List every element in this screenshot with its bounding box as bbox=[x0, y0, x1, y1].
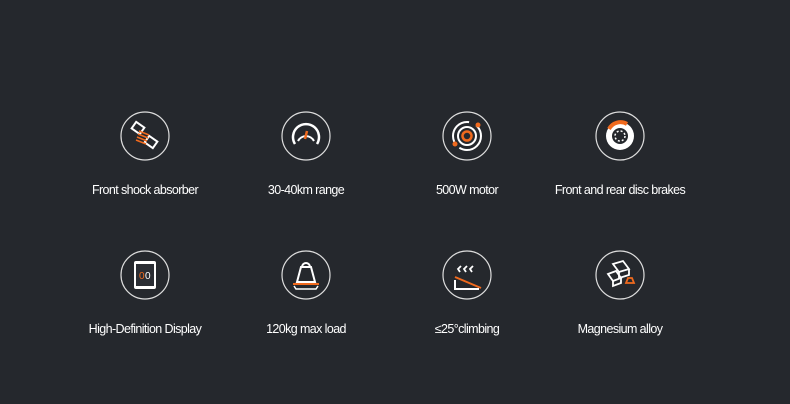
feature-label: 30-40km range bbox=[267, 183, 345, 197]
feature-disc-brakes: Front and rear disc brakes bbox=[535, 111, 705, 197]
gauge-icon bbox=[281, 111, 331, 161]
disc-brake-icon bbox=[595, 111, 645, 161]
feature-max-load: 120kg max load bbox=[221, 250, 391, 336]
feature-range: 30-40km range bbox=[221, 111, 391, 197]
feature-label: Magnesium alloy bbox=[577, 322, 663, 336]
motor-icon bbox=[442, 111, 492, 161]
feature-shock-absorber: Front shock absorber bbox=[60, 111, 230, 197]
svg-text:0: 0 bbox=[145, 271, 151, 282]
feature-magnesium-alloy: Magnesium alloy bbox=[535, 250, 705, 336]
weight-icon bbox=[281, 250, 331, 300]
feature-label: ≤25°climbing bbox=[434, 322, 500, 336]
feature-climbing: ≤25°climbing bbox=[382, 250, 552, 336]
shock-absorber-icon bbox=[120, 111, 170, 161]
slope-icon bbox=[442, 250, 492, 300]
feature-label: Front and rear disc brakes bbox=[554, 183, 686, 197]
feature-label: 120kg max load bbox=[266, 322, 346, 336]
feature-label: High-Definition Display bbox=[88, 322, 202, 336]
feature-label: 500W motor bbox=[435, 183, 499, 197]
svg-text:0: 0 bbox=[139, 271, 145, 282]
feature-label: Front shock absorber bbox=[91, 183, 199, 197]
feature-motor: 500W motor bbox=[382, 111, 552, 197]
alloy-ingot-icon bbox=[595, 250, 645, 300]
